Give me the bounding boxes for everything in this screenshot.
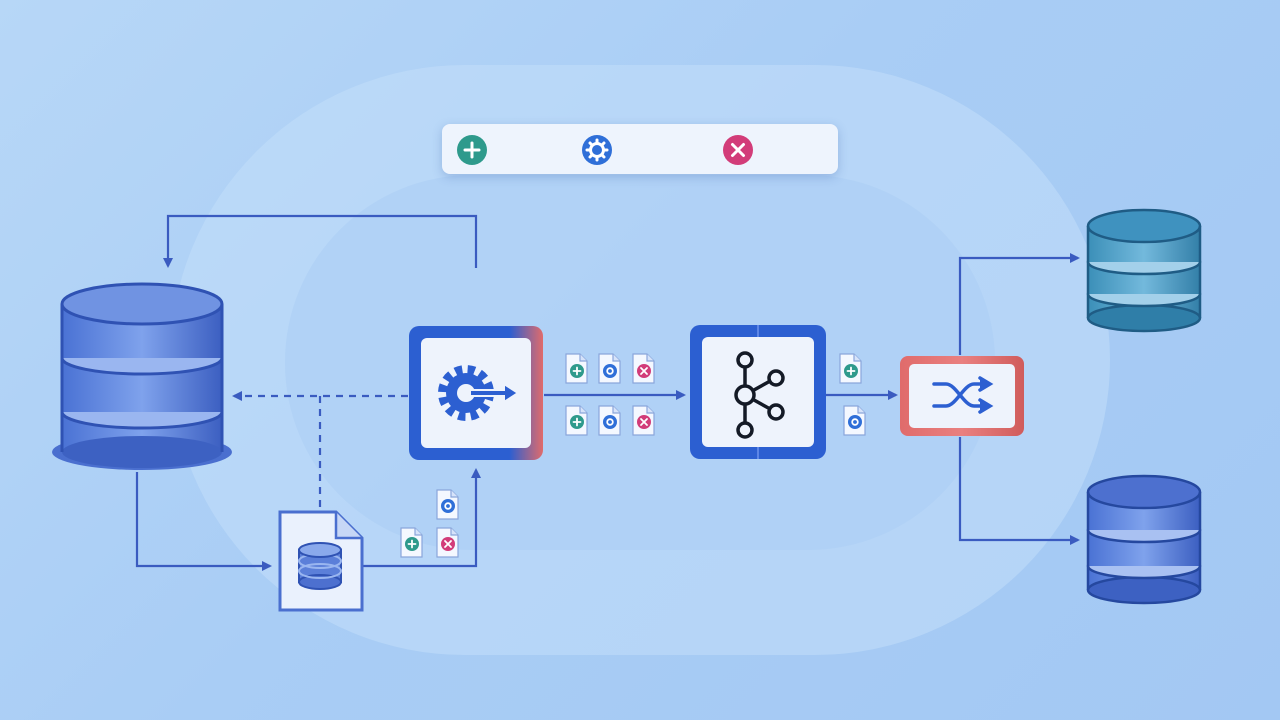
event-docs-kafka-out [839, 353, 866, 436]
update-event-doc-icon [598, 353, 621, 384]
shuffle-icon [932, 376, 994, 414]
target-database-teal [1086, 208, 1202, 333]
delete-event-doc-icon [436, 527, 459, 558]
insert-event-doc-icon [839, 353, 862, 384]
kafka-broker [690, 325, 826, 459]
database-icon [1086, 208, 1202, 333]
snapshot-file [278, 510, 364, 612]
source-database [52, 282, 232, 470]
update-event-doc-icon [436, 489, 459, 520]
delete-event-doc-icon [632, 405, 655, 436]
update-event-doc-icon [843, 405, 866, 436]
router-to-teal-db-arrow [958, 253, 1080, 355]
cdc-connector [409, 326, 543, 460]
insert-event-doc-icon [400, 527, 423, 558]
db-to-snapshot-arrow [135, 472, 272, 571]
event-docs-snapshot [400, 489, 459, 558]
event-docs-row-1 [565, 353, 655, 384]
insert-event-doc-icon [565, 353, 588, 384]
snapshot-to-connector-arrow [362, 468, 481, 568]
gear-arrow-icon [438, 365, 520, 421]
x-circle-icon [723, 135, 753, 165]
database-file-icon [298, 542, 342, 590]
gear-circle-icon [582, 135, 612, 165]
target-database-blue [1086, 474, 1202, 605]
router-to-blue-db-arrow [958, 437, 1080, 545]
update-event-doc-icon [598, 405, 621, 436]
event-docs-row-2 [565, 405, 655, 436]
delete-event-doc-icon [632, 353, 655, 384]
feedback-arrow [163, 214, 478, 268]
insert-event-doc-icon [565, 405, 588, 436]
database-icon [60, 282, 224, 468]
legend-bar [442, 124, 838, 174]
plus-circle-icon [457, 135, 487, 165]
database-icon [1086, 474, 1202, 605]
kafka-icon [734, 351, 785, 439]
event-router [900, 356, 1024, 436]
